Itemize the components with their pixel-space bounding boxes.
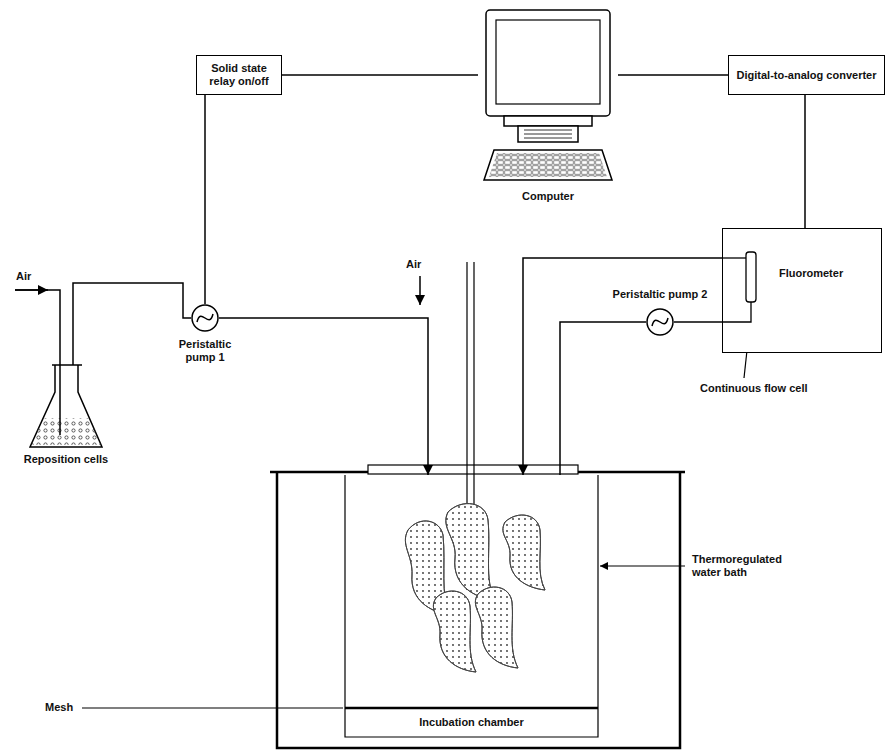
signal-wire: [804, 95, 806, 228]
pump-symbol: [192, 305, 673, 335]
part-label: Mesh: [45, 701, 73, 714]
pump: Peristaltic pump 2: [646, 308, 674, 336]
relay-box: Solid state relay on/off: [196, 55, 282, 95]
node-label: Peristaltic pump 2: [596, 288, 724, 301]
node-label: Peristaltic pump 1: [169, 338, 241, 364]
converter-box: Digital-to-analog converter: [728, 55, 885, 95]
signal-wire: [618, 74, 728, 76]
flask-drawing: [15, 290, 102, 447]
tube-connector: [73, 283, 191, 365]
tube-connector: [560, 322, 646, 475]
flask: Reposition cells: [30, 365, 102, 450]
incubation-chamber: Incubation chamber: [345, 475, 598, 737]
computer-drawing: [484, 10, 612, 180]
water-bath: [270, 465, 685, 748]
air-label: Air: [16, 270, 31, 283]
tube-connector: [219, 318, 428, 475]
part-label: Continuous flow cell: [700, 382, 808, 395]
node-label: Computer: [478, 190, 618, 203]
leader-line: [82, 304, 752, 708]
fluorometer-box: Fluorometer: [722, 228, 882, 353]
signal-wire: [204, 95, 206, 304]
signal-wire: [282, 74, 478, 76]
algae-blade: [405, 504, 545, 672]
node-label: Solid state relay on/off: [201, 62, 277, 88]
node-label: Reposition cells: [8, 453, 124, 466]
node-label: Incubation chamber: [345, 716, 598, 729]
node-label: Digital-to-analog converter: [737, 69, 877, 82]
pump: Peristaltic pump 1: [191, 304, 219, 332]
computer: Computer: [478, 8, 618, 208]
air-label: Air: [406, 258, 421, 271]
tube-connector: [674, 321, 722, 323]
node-label: Fluorometer: [779, 267, 879, 280]
part-label: Thermoregulated water bath: [692, 553, 800, 579]
